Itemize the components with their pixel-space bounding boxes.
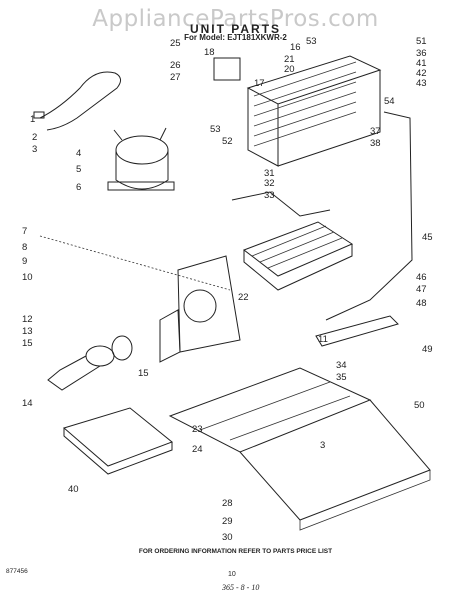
tube-45 xyxy=(325,111,413,321)
callout-43: 43 xyxy=(416,78,427,89)
callout-15: 15 xyxy=(22,338,33,349)
callout-32: 32 xyxy=(264,178,275,189)
callout-31: 31 xyxy=(264,168,275,179)
callout-6: 6 xyxy=(76,182,81,193)
callout-24: 24 xyxy=(192,444,203,455)
callout-36: 36 xyxy=(416,48,427,59)
callout-3: 3 xyxy=(320,440,325,451)
callout-53: 53 xyxy=(210,124,221,135)
callout-34: 34 xyxy=(336,360,347,371)
callout-26: 26 xyxy=(170,60,181,71)
fan-shroud-drawing xyxy=(159,255,241,363)
callout-4: 4 xyxy=(76,148,81,159)
callout-28: 28 xyxy=(222,498,233,509)
callout-7: 7 xyxy=(22,226,27,237)
fan-motor-drawing xyxy=(47,335,133,391)
handwritten-note: 365 - 8 - 10 xyxy=(222,583,260,592)
callout-13: 13 xyxy=(22,326,33,337)
callout-15: 15 xyxy=(138,368,149,379)
watermark: AppliancePartsPros.com xyxy=(92,6,379,32)
callout-21: 21 xyxy=(284,54,295,65)
footer-note: FOR ORDERING INFORMATION REFER TO PARTS … xyxy=(138,548,333,555)
capillary-tube xyxy=(231,191,331,217)
callout-40: 40 xyxy=(68,484,79,495)
callout-29: 29 xyxy=(222,516,233,527)
drain-trough xyxy=(315,315,399,347)
callout-46: 46 xyxy=(416,272,427,283)
drain-pan-drawing xyxy=(62,407,173,475)
callout-5: 5 xyxy=(76,164,81,175)
callout-2: 2 xyxy=(32,132,37,143)
callout-22: 22 xyxy=(238,292,249,303)
callout-16: 16 xyxy=(290,42,301,53)
callout-10: 10 xyxy=(22,272,33,283)
wire-harness xyxy=(39,71,121,131)
callout-8: 8 xyxy=(22,242,27,253)
callout-49: 49 xyxy=(422,344,433,355)
callout-12: 12 xyxy=(22,314,33,325)
callout-1: 1 xyxy=(30,114,35,125)
condenser-drawing xyxy=(246,55,382,167)
callout-25: 25 xyxy=(170,38,181,49)
callout-27: 27 xyxy=(170,72,181,83)
relay-box xyxy=(213,57,241,81)
compressor-drawing xyxy=(107,127,175,191)
callout-37: 37 xyxy=(370,126,381,137)
callout-48: 48 xyxy=(416,298,427,309)
base-frame-drawing xyxy=(168,367,431,531)
page-number: 10 xyxy=(228,571,236,578)
callout-11: 11 xyxy=(318,334,328,345)
callout-17: 17 xyxy=(254,78,265,89)
callout-18: 18 xyxy=(204,47,215,58)
callout-9: 9 xyxy=(22,256,27,267)
callout-38: 38 xyxy=(370,138,381,149)
callout-30: 30 xyxy=(222,532,233,543)
model-number: For Model: EJT181XKWR-2 xyxy=(184,33,287,42)
diagram-title: UNIT PARTS xyxy=(189,22,282,36)
callout-53: 53 xyxy=(306,36,317,47)
callout-33: 33 xyxy=(264,190,275,201)
callout-3: 3 xyxy=(32,144,37,155)
callout-50: 50 xyxy=(414,400,425,411)
callout-42: 42 xyxy=(416,68,427,79)
callout-47: 47 xyxy=(416,284,427,295)
callout-54: 54 xyxy=(384,96,395,107)
evaporator-drawing xyxy=(242,221,354,291)
callout-23: 23 xyxy=(192,424,203,435)
callout-45: 45 xyxy=(422,232,433,243)
callout-41: 41 xyxy=(416,58,427,69)
callout-35: 35 xyxy=(336,372,347,383)
callout-14: 14 xyxy=(22,398,33,409)
callout-52: 52 xyxy=(222,136,233,147)
callout-20: 20 xyxy=(284,64,295,75)
drawing-code: 877456 xyxy=(6,568,28,575)
callout-51: 51 xyxy=(416,36,427,47)
